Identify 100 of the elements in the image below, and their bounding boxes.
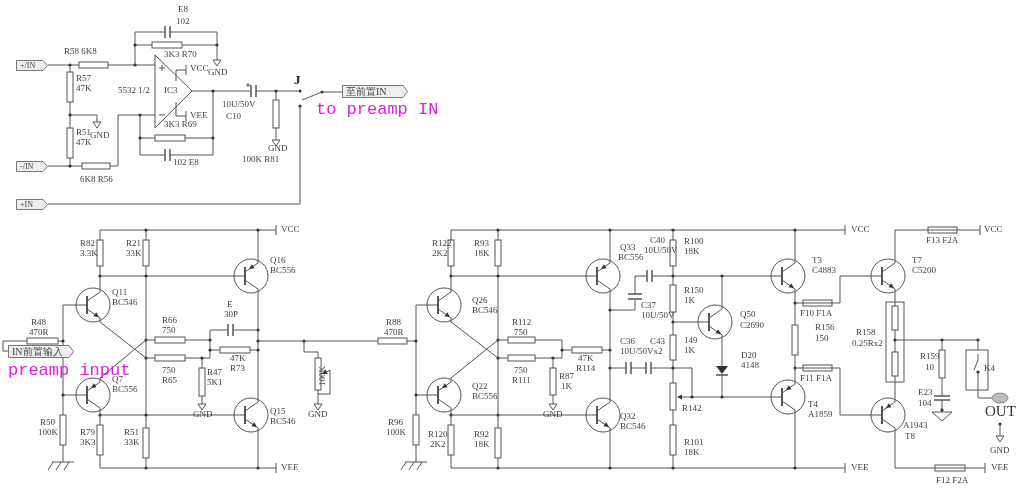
component-label: VEE [281, 463, 299, 472]
component-label: R88 [386, 318, 401, 327]
component-label: 4148 [741, 361, 759, 370]
component-label: C37 [641, 301, 656, 310]
component-label: 10U/50Vx2 [620, 347, 663, 356]
component-label: R58 6K8 [64, 47, 97, 56]
component-label: 33K [124, 438, 140, 447]
component-label: BC556 [270, 266, 296, 275]
component-label: Q50 [740, 310, 756, 319]
component-label: R51 [76, 128, 91, 137]
component-label: C43 [650, 337, 665, 346]
component-label: R87 [559, 372, 574, 381]
port-label: IN前置输入 [8, 345, 74, 358]
component-label: E [227, 300, 233, 309]
component-label: BC546 [472, 306, 498, 315]
component-label: 10 [925, 363, 934, 372]
component-label: F10 F1A [800, 309, 833, 318]
component-label: 100K [386, 428, 406, 437]
component-label: R156 [815, 323, 835, 332]
component-label: R51 [124, 428, 139, 437]
component-label: OUT [985, 404, 1016, 419]
component-label: VCC [281, 225, 300, 234]
component-label: R122 [432, 239, 452, 248]
component-label: A1859 [808, 410, 833, 419]
component-label: 750 [514, 366, 528, 375]
component-label: F11 F1A [800, 374, 832, 383]
component-label: R150 [684, 286, 704, 295]
component-label: C4883 [812, 266, 836, 275]
port-label: +/IN [16, 60, 48, 71]
component-label: R93 [474, 239, 489, 248]
component-label: GND [208, 68, 228, 77]
component-label: R111 [512, 376, 531, 385]
component-label: R158 [856, 328, 876, 337]
component-label: 18K [684, 247, 700, 256]
component-label: GND [308, 410, 328, 419]
component-label: R66 [162, 316, 177, 325]
component-label: VCC [984, 225, 1003, 234]
component-label: D20 [741, 351, 757, 360]
component-label: GND [268, 144, 288, 153]
component-label: R112 [512, 318, 532, 327]
component-label: K4 [984, 364, 995, 373]
component-label: 102 [176, 17, 190, 26]
component-label: 750 [162, 326, 176, 335]
component-label: R92 [474, 430, 489, 439]
component-label: 10U/50V [222, 100, 256, 109]
component-label: F13 F2A [926, 236, 959, 245]
component-label: VCC [851, 225, 870, 234]
component-label: 750 [162, 366, 176, 375]
component-label: 149 [684, 336, 698, 345]
component-label: R100 [684, 237, 704, 246]
component-label: 10U/50V [644, 246, 678, 255]
component-label: Q22 [472, 382, 488, 391]
component-label: R120 [428, 430, 448, 439]
component-label: BC556 [472, 392, 498, 401]
component-label: T3 [812, 256, 822, 265]
component-label: VEE [190, 111, 208, 120]
component-label: R57 [76, 74, 91, 83]
component-label: 33K [126, 249, 142, 258]
component-label: 47K [76, 138, 92, 147]
component-label: Q26 [472, 296, 488, 305]
component-label: R142 [682, 404, 702, 413]
component-label: 2K2 [432, 249, 448, 258]
component-label: A1943 [903, 421, 928, 430]
component-label: C5200 [912, 266, 936, 275]
component-label: F12 F2A [936, 476, 969, 485]
component-label: T7 [912, 256, 922, 265]
annotation: to preamp IN [316, 101, 439, 118]
component-label: R73 [230, 364, 245, 373]
component-label: 3K3 [80, 438, 96, 447]
component-label: E23 [918, 388, 933, 397]
component-label: 10U/50V [641, 311, 675, 320]
component-label: 18K [474, 440, 490, 449]
component-label: R101 [684, 438, 704, 447]
component-label: 1K [684, 296, 695, 305]
component-label: 3K3 R70 [164, 50, 197, 59]
component-label: R79 [80, 428, 95, 437]
component-label: R65 [162, 376, 177, 385]
component-label: 100K [318, 366, 327, 386]
component-label: 0.25Rx2 [852, 339, 883, 348]
component-label: BC556 [112, 385, 138, 394]
component-label: C10 [226, 112, 241, 121]
component-label: Q16 [270, 256, 286, 265]
component-label: 104 [918, 399, 932, 408]
component-label: BC546 [112, 298, 138, 307]
component-label: 150 [815, 334, 829, 343]
component-label: R114 [576, 364, 596, 373]
component-label: 5532 1/2 [118, 86, 150, 95]
component-label: VCC [190, 64, 209, 73]
component-label: VEE [991, 463, 1009, 472]
port-label: -/IN [16, 161, 48, 172]
component-label: E8 [178, 5, 188, 14]
component-label: T8 [905, 432, 915, 441]
component-label: BC546 [270, 417, 296, 426]
component-label: Q11 [112, 288, 128, 297]
component-label: 750 [514, 328, 528, 337]
component-label: 1K [684, 346, 695, 355]
component-label: 1K [561, 382, 572, 391]
component-label: C36 [620, 337, 635, 346]
component-label: IC3 [164, 86, 178, 95]
component-label: 47K [76, 84, 92, 93]
